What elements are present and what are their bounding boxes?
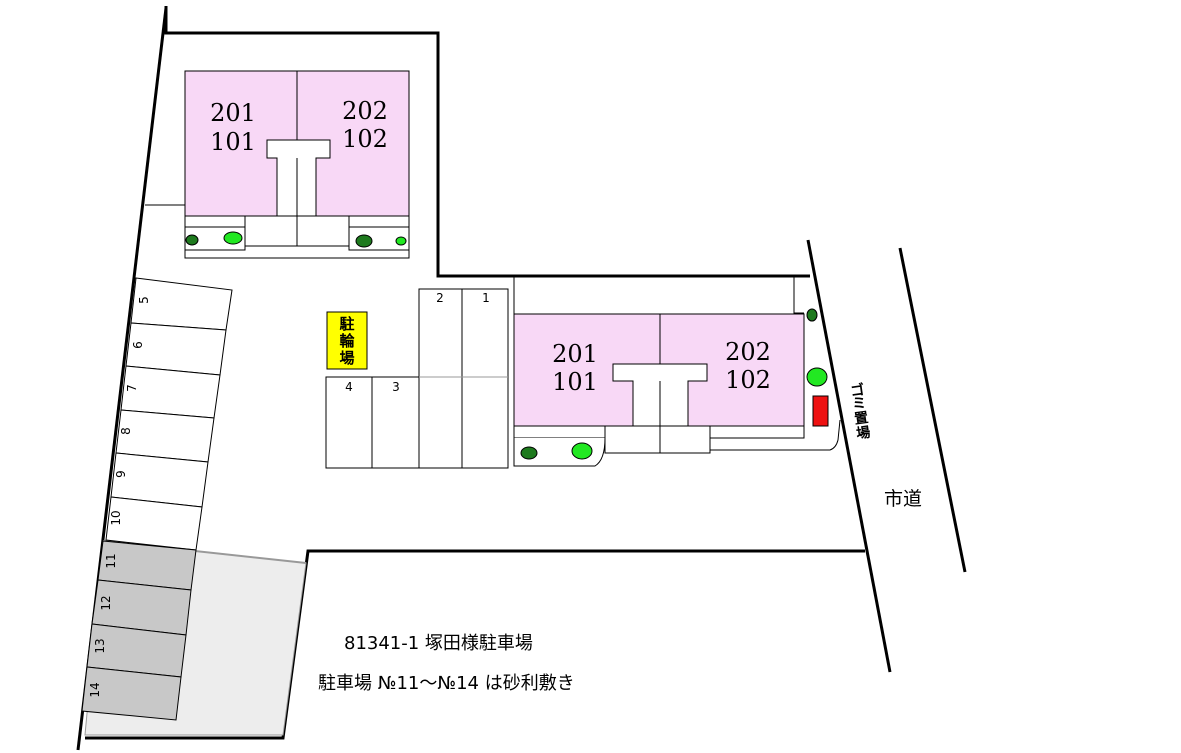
parking-slot-2 [418, 288, 463, 469]
parking-label-12: 12 [99, 595, 113, 610]
parking-label-7: 7 [125, 384, 139, 392]
unit-label-202: 202 [342, 97, 388, 125]
parking-label-3: 3 [392, 380, 400, 394]
parking-label-14: 14 [88, 682, 102, 697]
bicycle-parking-char-3: 場 [339, 349, 354, 367]
gravel-note: 駐車場 №11～№14 は砂利敷き [318, 673, 575, 694]
parking-label-6: 6 [131, 341, 145, 349]
garbage-area [812, 395, 829, 427]
road-label: 市道 [884, 488, 922, 510]
bicycle-parking-char-2: 輪 [339, 332, 355, 350]
tree-icon [395, 236, 407, 246]
parking-label-13: 13 [93, 638, 107, 653]
unit-label-101: 101 [210, 128, 256, 156]
parking-slot-4 [325, 376, 373, 469]
page-title: 81341-1 塚田様駐車場 [344, 633, 533, 654]
unit-label-102: 102 [342, 125, 388, 153]
parking-center [325, 288, 509, 469]
parking-label-2: 2 [436, 291, 444, 305]
parking-label-1: 1 [482, 291, 490, 305]
road-edge-line [898, 247, 967, 573]
tree-icon [806, 308, 818, 322]
bicycle-parking-char-1: 駐 [339, 315, 354, 333]
parking-label-9: 9 [114, 470, 128, 478]
building-b [513, 276, 841, 467]
parking-label-11: 11 [104, 553, 118, 568]
unit-label-201: 201 [210, 99, 256, 127]
tree-icon [185, 234, 199, 246]
tree-icon [571, 442, 593, 460]
parking-label-5: 5 [137, 296, 151, 304]
tree-icon [223, 231, 243, 245]
garbage-area-char-4: 場 [855, 424, 871, 443]
parking-slot-3 [371, 376, 420, 469]
tree-icon [355, 234, 373, 248]
parking-slot-14 [81, 666, 182, 721]
bicycle-parking [326, 311, 368, 370]
unit-label-201: 201 [552, 340, 598, 368]
unit-label-202: 202 [725, 338, 771, 366]
parking-west [81, 277, 233, 721]
unit-label-102: 102 [725, 366, 771, 394]
parking-label-8: 8 [119, 427, 133, 435]
garbage-area-char-2: ミ [851, 395, 867, 413]
unit-label-101: 101 [552, 368, 598, 396]
tree-icon [806, 367, 828, 387]
building-a [145, 70, 410, 259]
parking-label-10: 10 [109, 510, 123, 525]
garbage-area-label: ゴ ミ 置 場 [849, 381, 871, 442]
garbage-area-char-1: ゴ [849, 381, 865, 400]
parking-label-4: 4 [345, 380, 353, 394]
parking-slot-1 [461, 288, 509, 469]
tree-icon [520, 446, 538, 460]
garbage-area-char-3: 置 [853, 409, 869, 428]
parking-west-labels: 5 6 7 8 9 10 11 12 13 14 [88, 296, 151, 697]
